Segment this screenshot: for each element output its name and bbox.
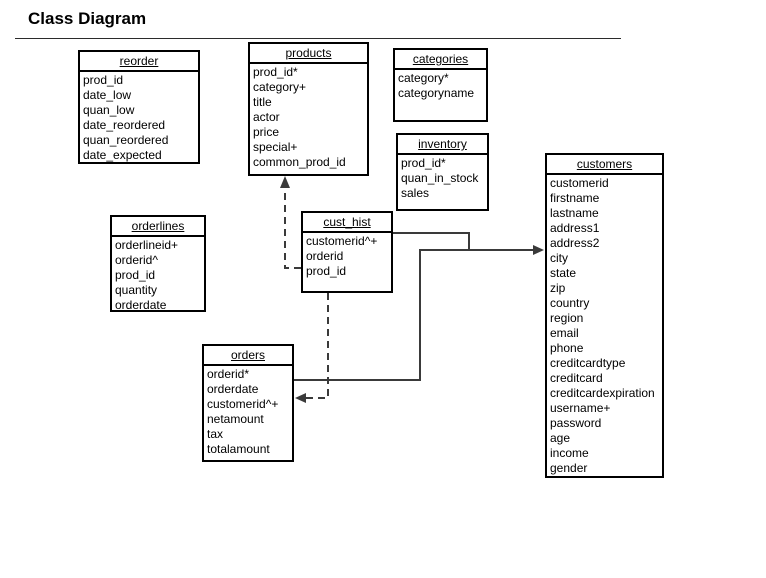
entity-field: price [253, 125, 280, 139]
entity-field: customerid^+ [207, 397, 279, 411]
connector-cust-hist-to-orders-line [306, 293, 329, 399]
entity-field: title [253, 95, 272, 109]
entity-header: products [250, 44, 367, 64]
entity-field: date_reordered [83, 118, 166, 132]
entity-box-cust-hist[interactable]: cust_hist customerid^+ orderid prod_id [301, 211, 393, 293]
entity-field: totalamount [207, 442, 270, 456]
entity-title: orderlines [131, 219, 185, 233]
entity-field: date_expected [83, 148, 162, 162]
entity-box-orders[interactable]: orders orderid* orderdate customerid^+ n… [202, 344, 294, 462]
entity-field: customerid [550, 176, 609, 190]
entity-header: customers [547, 155, 662, 175]
entity-field: prod_id* [253, 65, 298, 79]
entity-fields: customerid^+ orderid prod_id [303, 233, 391, 280]
entity-field: phone [550, 341, 584, 355]
arrowhead-into-customers-icon [533, 245, 544, 255]
entity-title: reorder [119, 54, 159, 68]
entity-field: sales [401, 186, 430, 200]
entity-field: country [550, 296, 590, 310]
connector-cust-hist-to-products-line [284, 181, 301, 269]
entity-title: products [285, 46, 332, 60]
entity-field: region [550, 311, 584, 325]
entity-box-customers[interactable]: customers customerid firstname lastname … [545, 153, 664, 478]
entity-field: address2 [550, 236, 600, 250]
entity-field: email [550, 326, 579, 340]
entity-field: orderdate [115, 298, 167, 312]
entity-field: city [550, 251, 568, 265]
entity-field: categoryname [398, 86, 475, 100]
entity-title: cust_hist [323, 215, 371, 229]
entity-field: creditcardexpiration [550, 386, 655, 400]
entity-fields: customerid firstname lastname address1 a… [547, 175, 662, 477]
entity-field: quan_in_stock [401, 171, 479, 185]
entity-field: age [550, 431, 571, 445]
entity-field: special+ [253, 140, 298, 154]
entity-box-orderlines[interactable]: orderlines orderlineid+ orderid^ prod_id… [110, 215, 206, 312]
entity-fields: prod_id* category+ title actor price spe… [250, 64, 367, 171]
entity-field: username+ [550, 401, 611, 415]
entity-field: customerid^+ [306, 234, 378, 248]
entity-field: firstname [550, 191, 600, 205]
entity-header: reorder [80, 52, 198, 72]
entity-title: inventory [418, 137, 467, 151]
entity-header: orderlines [112, 217, 204, 237]
page-title: Class Diagram [28, 9, 147, 28]
connector-cust-hist-to-customers-line [392, 232, 470, 250]
entity-field: prod_id [306, 264, 347, 278]
entity-field: orderid^ [115, 253, 158, 267]
entity-title: orders [230, 348, 265, 362]
entity-field: income [550, 446, 589, 460]
entity-header: cust_hist [303, 213, 391, 233]
entity-fields: orderid* orderdate customerid^+ netamoun… [204, 366, 292, 458]
entity-fields: orderlineid+ orderid^ prod_id quantity o… [112, 237, 204, 314]
entity-field: netamount [207, 412, 264, 426]
entity-field: category+ [253, 80, 307, 94]
arrowhead-into-orders-icon [295, 393, 306, 403]
entity-field: state [550, 266, 577, 280]
entity-field: orderid [306, 249, 344, 263]
entity-field: zip [550, 281, 566, 295]
entity-header: inventory [398, 135, 487, 155]
entity-field: category* [398, 71, 449, 85]
entity-field: address1 [550, 221, 600, 235]
entity-field: prod_id [83, 73, 124, 87]
entity-field: creditcardtype [550, 356, 626, 370]
entity-header: categories [395, 50, 486, 70]
entity-field: orderid* [207, 367, 250, 381]
entity-field: gender [550, 461, 588, 475]
entity-field: quan_low [83, 103, 135, 117]
entity-fields: prod_id* quan_in_stock sales [398, 155, 487, 202]
entity-box-inventory[interactable]: inventory prod_id* quan_in_stock sales [396, 133, 489, 211]
entity-field: orderlineid+ [115, 238, 179, 252]
entity-box-products[interactable]: products prod_id* category+ title actor … [248, 42, 369, 176]
entity-header: orders [204, 346, 292, 366]
entity-field: actor [253, 110, 280, 124]
entity-fields: category* categoryname [395, 70, 486, 102]
title-rule [15, 38, 621, 39]
arrowhead-into-products-icon [280, 176, 290, 188]
entity-field: quantity [115, 283, 158, 297]
entity-field: password [550, 416, 602, 430]
entity-box-categories[interactable]: categories category* categoryname [393, 48, 488, 122]
entity-field: prod_id [115, 268, 156, 282]
entity-field: orderdate [207, 382, 259, 396]
entity-box-reorder[interactable]: reorder prod_id date_low quan_low date_r… [78, 50, 200, 164]
entity-field: quan_reordered [83, 133, 169, 147]
entity-field: creditcard [550, 371, 603, 385]
entity-title: categories [412, 52, 469, 66]
entity-field: lastname [550, 206, 599, 220]
entity-field: date_low [83, 88, 132, 102]
entity-field: common_prod_id [253, 155, 346, 169]
entity-fields: prod_id date_low quan_low date_reordered… [80, 72, 198, 164]
entity-title: customers [576, 157, 633, 171]
entity-field: prod_id* [401, 156, 446, 170]
entity-field: tax [207, 427, 224, 441]
